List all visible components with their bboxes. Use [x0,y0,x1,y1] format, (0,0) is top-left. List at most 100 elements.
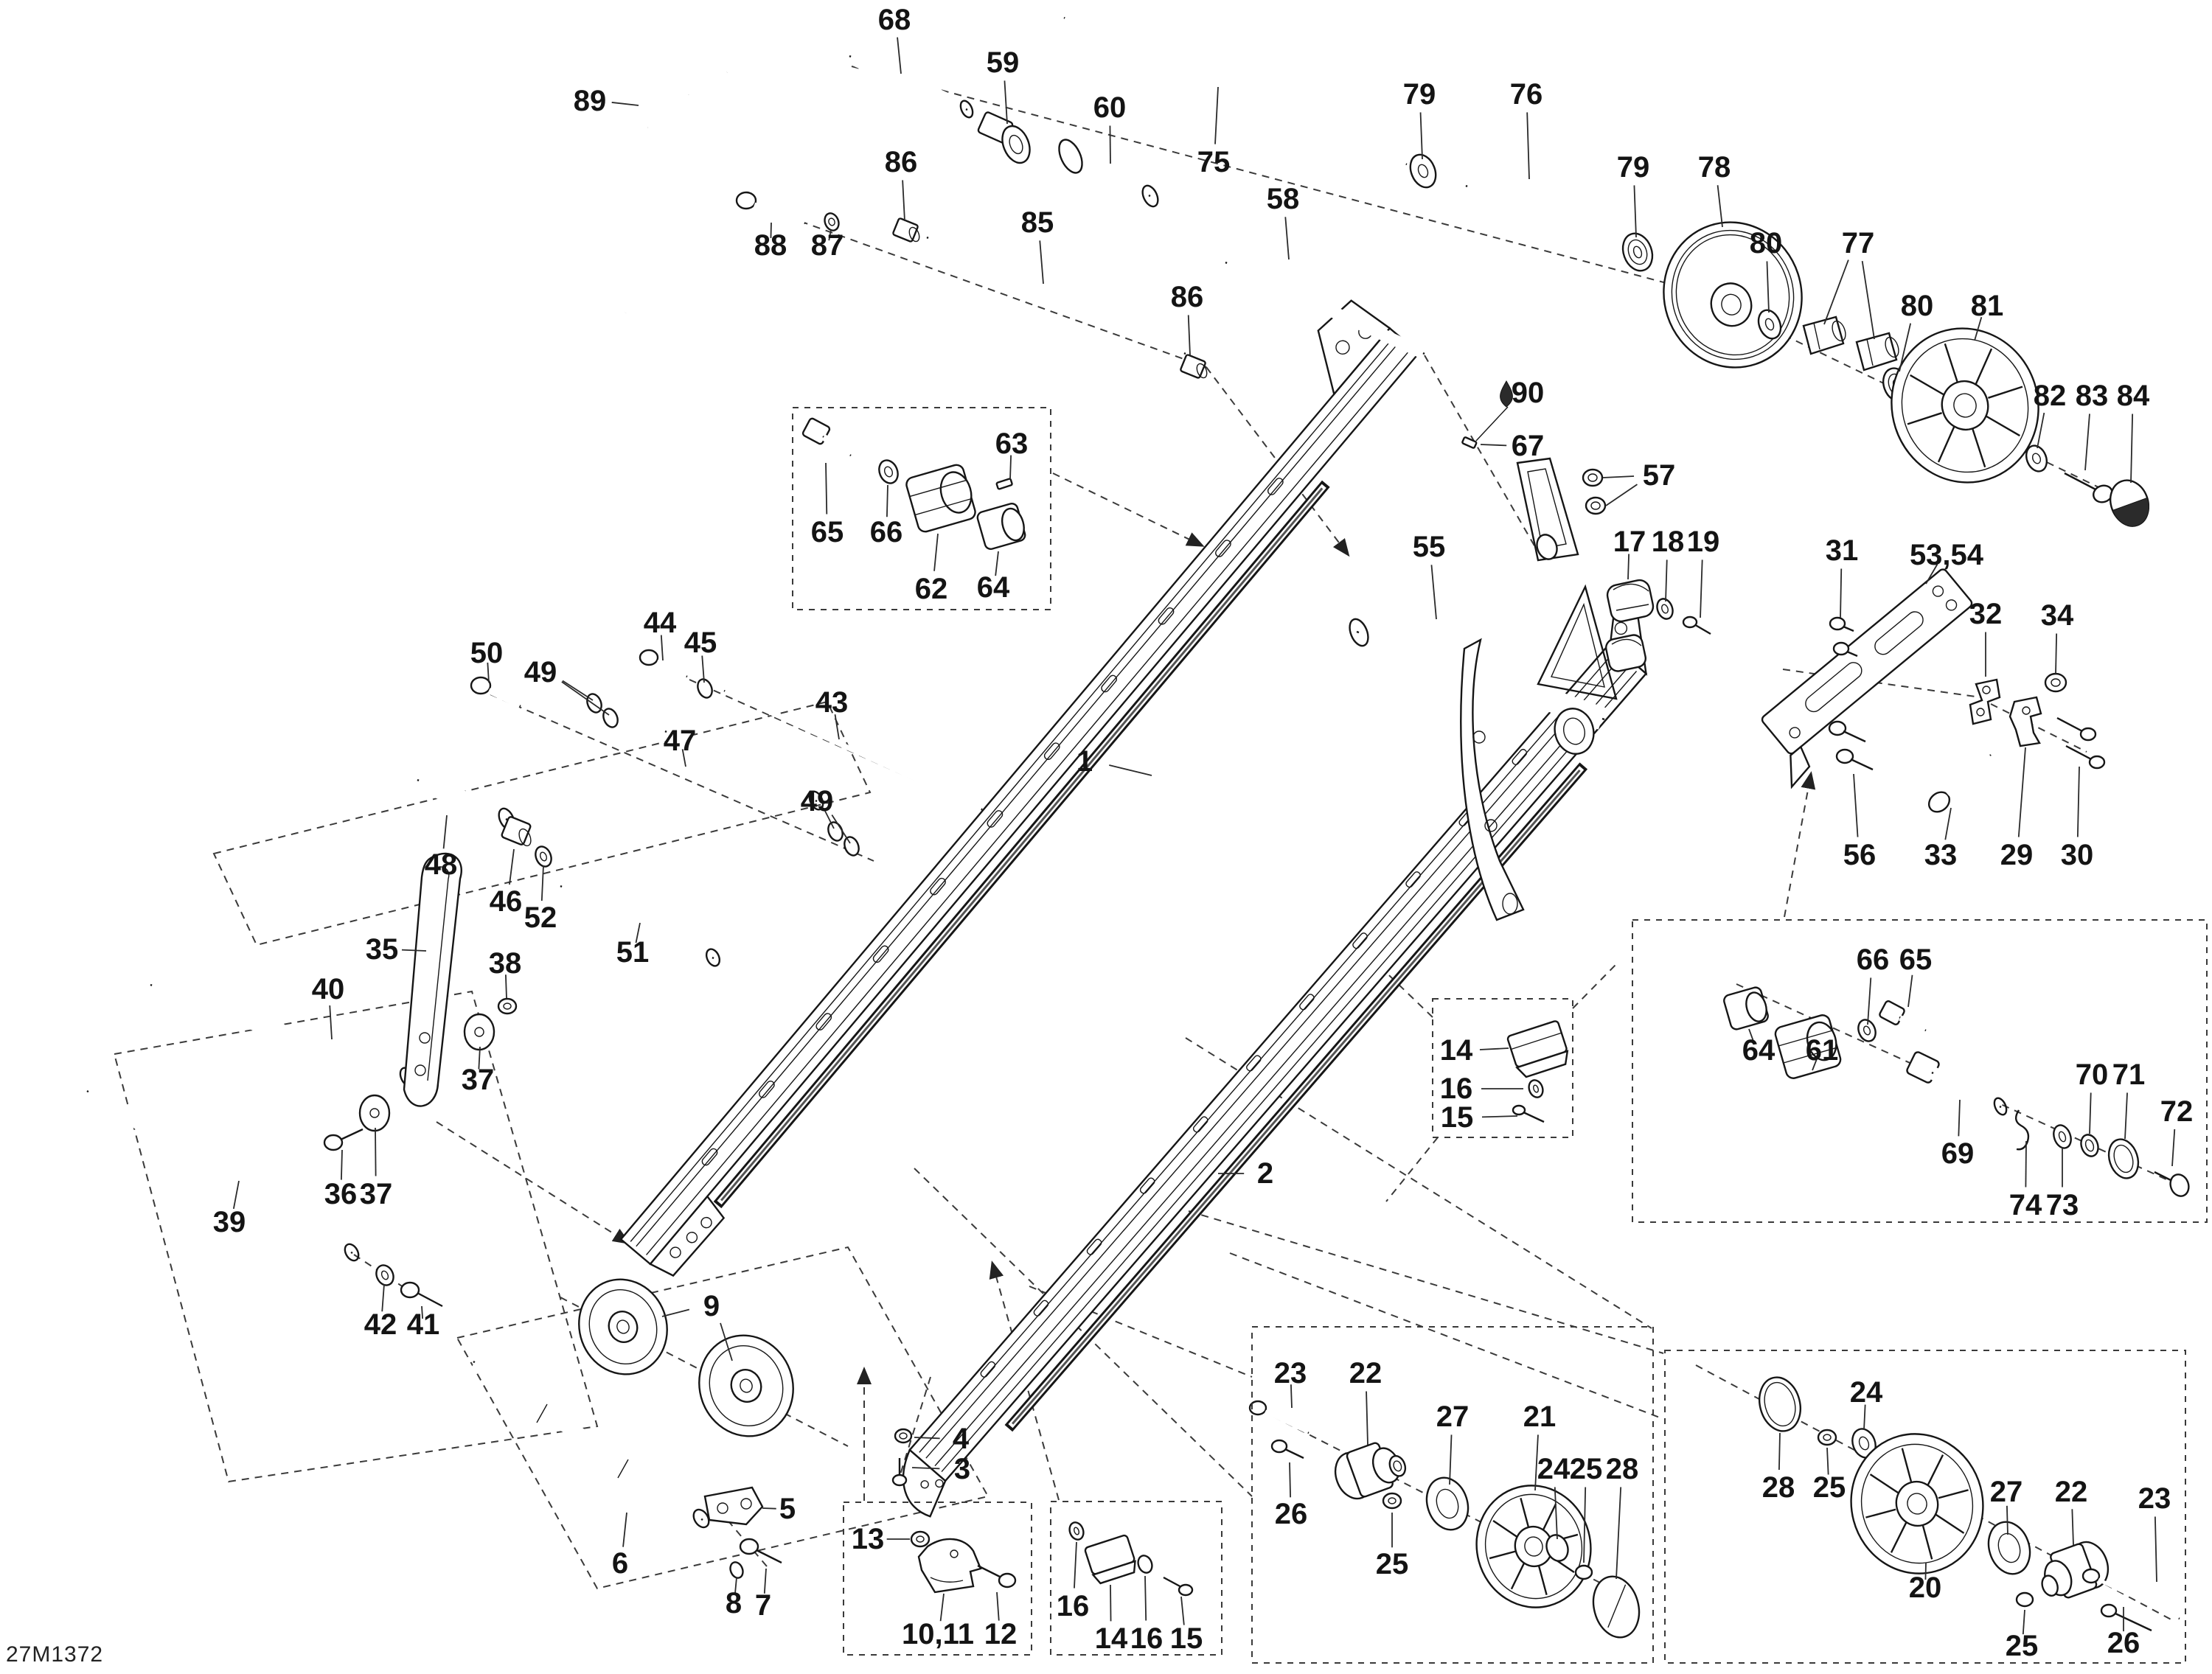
part-number-text: 14 [1440,1034,1473,1067]
leader-line [996,1591,1000,1621]
bolt-65b [1879,1000,1927,1033]
leader-line [681,749,686,767]
part-label-70: 70 [2076,1059,2108,1134]
bolt-26b [2100,1603,2152,1632]
part-label-50: 50 [470,637,503,683]
part-number-text: 84 [2117,380,2150,412]
washer-16b2 [1137,1555,1153,1574]
part-label-20: 20 [1909,1562,1942,1604]
part-label-25: 25 [1376,1513,1409,1580]
part-number-text: 36 [324,1178,358,1210]
part-label-37: 37 [462,1046,494,1096]
cross-shaft-55-group [1349,380,1711,921]
part-label-36: 36 [324,1149,358,1210]
clip-74 [2015,1109,2030,1151]
screw-15b [1163,1576,1194,1597]
part-label-14: 14 [1095,1584,1128,1655]
part-label-62: 62 [915,533,947,605]
part-label-16: 16 [1440,1073,1523,1105]
part-label-89: 89 [574,85,639,117]
part-number-text: 26 [2107,1627,2140,1659]
part-label-1: 1 [1077,745,1152,778]
part-number-text: 49 [524,656,557,688]
bearing-70 [2080,1134,2099,1157]
part-number-text: 45 [684,627,717,659]
part-number-text: 23 [1274,1357,1307,1389]
part-label-15: 15 [1170,1596,1203,1655]
part-number-text: 19 [1687,526,1720,558]
part-label-31: 31 [1826,534,1858,618]
leader-line [1840,568,1843,618]
washer-27a [1425,1476,1470,1531]
washer-52 [535,845,552,868]
part-label-25: 25 [2006,1609,2038,1662]
cup-64 [976,502,1026,551]
part-number-text: 39 [213,1206,246,1238]
slider-stop-kit-mid [1506,1020,1569,1123]
leader-line [1039,240,1044,285]
wheel-9b [698,1334,794,1437]
part-label-85: 85 [1021,206,1054,285]
bolt-88 [735,191,806,226]
bolt-65 [801,417,852,458]
bolt-23b [2081,1568,2180,1620]
leader-line [1180,1596,1185,1625]
pivot-bushing-kit-box [792,407,1051,610]
bolt-26a [1270,1439,1304,1459]
part-number-text: 76 [1510,78,1543,111]
part-number-text: 33 [1924,839,1958,871]
part-label-38: 38 [489,947,521,999]
part-number-text: 64 [1742,1034,1775,1067]
part-label-52: 52 [524,865,557,934]
part-label-69: 69 [1941,1099,1974,1170]
part-number-text: 27 [1990,1476,2023,1508]
part-number-text: 86 [885,146,918,178]
leader-line [661,1308,690,1317]
part-label-75: 75 [1197,86,1230,178]
leader-line [1899,323,1912,372]
leader-line [734,1577,737,1595]
leader-line [375,1127,377,1176]
part-number-text: 10,11 [902,1618,974,1650]
part-label-3: 3 [911,1453,970,1485]
leader-line [381,1283,385,1312]
part-number-text: 72 [2160,1095,2194,1128]
suspension-arm-group [84,852,518,1308]
part-label-79: 79 [1617,151,1649,238]
leader-line [897,37,902,74]
leader-line [562,680,594,701]
part-label-24: 24 [1850,1376,1883,1431]
leader-line [1944,807,1952,840]
idler-wheel-kit-left [1248,1400,1641,1639]
leader-line [834,714,840,740]
washer-18 [1656,598,1674,620]
leader-line [2130,414,2134,484]
leader-line [1907,974,1913,1008]
part-label-10-11: 10,11 [902,1593,974,1650]
part-label-80: 80 [1899,290,1933,372]
part-number-text: 28 [1762,1471,1795,1504]
part-number-text: 25 [1376,1548,1409,1580]
part-label-88: 88 [754,222,787,262]
part-number-text: 81 [1971,290,2004,322]
sub-assembly-boxes [792,407,2208,1664]
rear-arm [1460,638,1525,921]
cone-spacers-77 [1802,315,1899,372]
nuts-57 [1582,468,1607,515]
part-number-text: 66 [1857,944,1890,976]
wheel-20 [1850,1433,1984,1574]
bushing-46 [501,816,532,847]
leader-line [1419,112,1423,160]
washer-42 [375,1264,394,1286]
part-number-text: 60 [1093,91,1127,124]
leader-line [341,1149,343,1180]
leader-line [1074,1541,1077,1588]
part-number-text: 20 [1909,1572,1942,1604]
part-label-12: 12 [984,1591,1017,1650]
part-label-59: 59 [987,46,1019,125]
part-label-33: 33 [1924,807,1958,871]
leader-line [1665,559,1668,602]
leader-line [2022,1609,2025,1635]
leader-line [442,815,448,849]
